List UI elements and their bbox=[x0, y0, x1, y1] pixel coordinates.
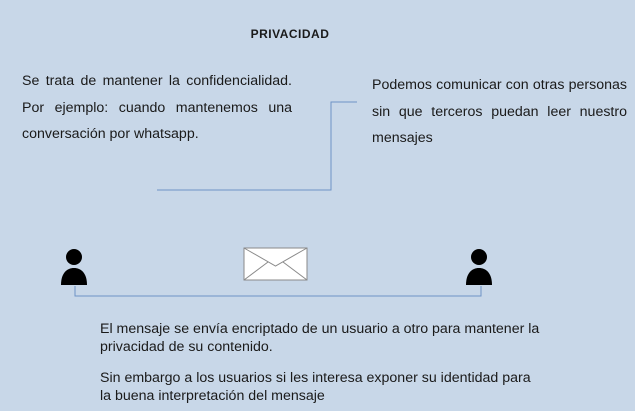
users-connector bbox=[74, 286, 482, 297]
envelope-icon bbox=[243, 247, 308, 281]
note-connector bbox=[157, 101, 357, 191]
encryption-note: El mensaje se envía encriptado de un usu… bbox=[100, 321, 540, 355]
diagram-title: PRIVACIDAD bbox=[250, 27, 330, 41]
receiver-person-icon bbox=[466, 249, 492, 285]
left-note: Se trata de mantener la confidencialidad… bbox=[22, 73, 292, 142]
sender-person-icon bbox=[61, 249, 87, 285]
identity-note: Sin embargo a los usuarios si les intere… bbox=[100, 370, 531, 404]
right-note: Podemos comunicar con otras personas sin… bbox=[372, 77, 627, 146]
